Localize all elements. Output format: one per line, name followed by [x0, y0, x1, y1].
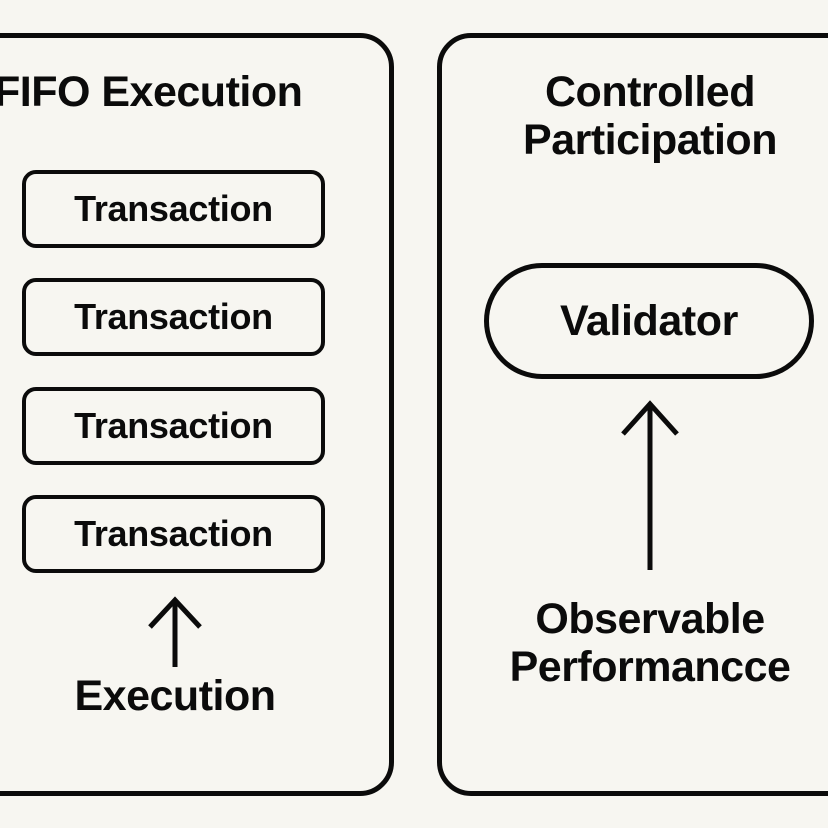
transaction-label: Transaction — [74, 296, 273, 337]
transaction-label: Transaction — [74, 405, 273, 446]
controlled-participation-panel — [437, 33, 828, 796]
transaction-box: Transaction — [22, 387, 325, 465]
observable-performance-caption: Observable Performancce — [509, 595, 791, 692]
transaction-box: Transaction — [22, 170, 325, 248]
fifo-execution-panel-title: FIFO Execution — [0, 68, 303, 116]
transaction-box: Transaction — [22, 495, 325, 573]
transaction-box: Transaction — [22, 278, 325, 356]
validator-node: Validator — [484, 263, 814, 379]
controlled-participation-panel-title: Controlled Participation — [523, 68, 777, 165]
transaction-label: Transaction — [74, 188, 273, 229]
up-arrow-icon — [148, 596, 202, 667]
validator-label: Validator — [559, 296, 739, 345]
execution-caption: Execution — [74, 672, 277, 720]
transaction-label: Transaction — [74, 513, 273, 554]
up-arrow-icon — [621, 400, 679, 570]
